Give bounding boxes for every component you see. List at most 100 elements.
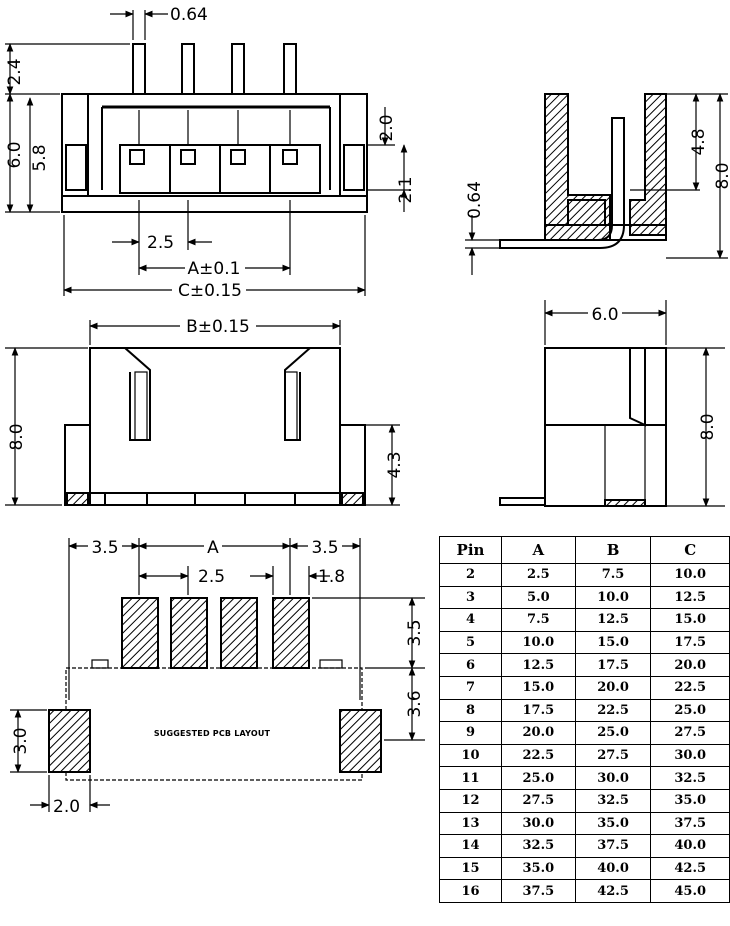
pcb-36-dim: 3.6	[405, 690, 425, 717]
height-58-dim: 5.8	[30, 144, 50, 171]
pin-width-dim: 0.64	[170, 5, 208, 25]
table-cell: 12	[439, 788, 502, 813]
pcb-layout-label: SUGGESTED PCB LAYOUT	[154, 729, 271, 738]
table-cell: 10.0	[650, 563, 730, 587]
pcb-18-dim: 1.8	[318, 567, 345, 587]
pcb-pitch-dim: 2.5	[198, 567, 225, 587]
table-cell: 12.5	[650, 585, 730, 610]
table-cell: 25.0	[574, 721, 652, 745]
c-tol-dim: C±0.15	[178, 281, 242, 301]
table-cell: 9	[439, 721, 502, 745]
table-cell: 22.5	[574, 698, 652, 723]
table-cell: 15.0	[500, 675, 576, 700]
table-cell: 32.5	[574, 788, 652, 813]
table-cell: 7.5	[500, 608, 576, 632]
table-cell: 32.5	[650, 766, 730, 790]
table-cell: 37.5	[500, 879, 576, 903]
table-cell: 30.0	[650, 743, 730, 768]
table-cell: 20.0	[650, 653, 730, 677]
table-cell: 17.5	[650, 630, 730, 655]
table-cell: 8	[439, 698, 502, 723]
pcb-layout-view: SUGGESTED PCB LAYOUT 3.5 A 3.5 2.5 1.8 3…	[10, 537, 425, 817]
side-outline-view: 6.0 8.0	[499, 300, 725, 507]
table-cell: 27.5	[574, 743, 652, 768]
front-housing	[61, 93, 368, 213]
table-cell: 35.0	[650, 788, 730, 813]
b-tol-dim: B±0.15	[186, 317, 250, 337]
table-cell: 10.0	[500, 630, 576, 655]
table-cell: 25.0	[500, 766, 576, 790]
table-cell: 15.0	[650, 608, 730, 632]
right-21-dim: 2.1	[396, 176, 416, 203]
table-cell: 32.5	[500, 834, 576, 858]
top-view: B±0.15 8.0 4.3	[5, 316, 405, 506]
pcb-a-dim: A	[207, 538, 219, 558]
table-cell: 27.5	[650, 721, 730, 745]
side-bottom-80-dim: 8.0	[698, 413, 718, 440]
table-cell: 17.5	[500, 698, 576, 723]
table-cell: 5.0	[500, 585, 576, 610]
table-cell: 37.5	[650, 811, 730, 836]
table-cell: 10	[439, 743, 502, 768]
table-cell: 30.0	[500, 811, 576, 836]
table-cell: 22.5	[500, 743, 576, 768]
table-cell: 12.5	[500, 653, 576, 677]
top-43-dim: 4.3	[385, 451, 405, 478]
table-cell: 6	[439, 653, 502, 677]
table-header-a: A	[500, 536, 576, 564]
table-cell: 45.0	[650, 879, 730, 903]
table-cell: 5	[439, 630, 502, 655]
table-cell: 7.5	[574, 563, 652, 587]
table-cell: 12.5	[574, 608, 652, 632]
table-cell: 7	[439, 675, 502, 700]
table-cell: 20.0	[500, 721, 576, 745]
side-60-dim: 6.0	[591, 305, 618, 325]
table-cell: 25.0	[650, 698, 730, 723]
table-header-pin: Pin	[439, 536, 502, 564]
pcb-35-left-dim: 3.5	[91, 538, 118, 558]
side-section-view: 4.8 8.0 0.64	[465, 93, 730, 275]
pcb-30-dim: 3.0	[11, 727, 31, 754]
table-header-c: C	[650, 536, 730, 564]
table-cell: 42.5	[650, 856, 730, 881]
table-cell: 17.5	[574, 653, 652, 677]
table-cell: 2.5	[500, 563, 576, 587]
table-cell: 15	[439, 856, 502, 881]
side-80-dim: 8.0	[713, 162, 730, 189]
front-pins	[132, 43, 297, 95]
side-064-dim: 0.64	[465, 181, 485, 219]
table-cell: 42.5	[574, 879, 652, 903]
table-cell: 37.5	[574, 834, 652, 858]
pin-height-dim: 2.4	[5, 58, 25, 85]
table-cell: 20.0	[574, 675, 652, 700]
pcb-35-vertical-dim: 3.5	[405, 619, 425, 646]
table-cell: 2	[439, 563, 502, 587]
table-header-row: Pin A B C	[439, 536, 730, 564]
table-cell: 16	[439, 879, 502, 903]
front-view: 0.64 2.4 6.0 5.8 2.0 2.1 2.5	[5, 5, 416, 301]
pitch-dim: 2.5	[147, 233, 174, 253]
table-cell: 35.0	[500, 856, 576, 881]
table-cell: 15.0	[574, 630, 652, 655]
table-cell: 14	[439, 834, 502, 858]
table-cell: 4	[439, 608, 502, 632]
front-dimensions: 0.64 2.4 6.0 5.8 2.0 2.1 2.5	[5, 5, 416, 301]
table-cell: 27.5	[500, 788, 576, 813]
table-cell: 3	[439, 585, 502, 610]
table-cell: 35.0	[574, 811, 652, 836]
